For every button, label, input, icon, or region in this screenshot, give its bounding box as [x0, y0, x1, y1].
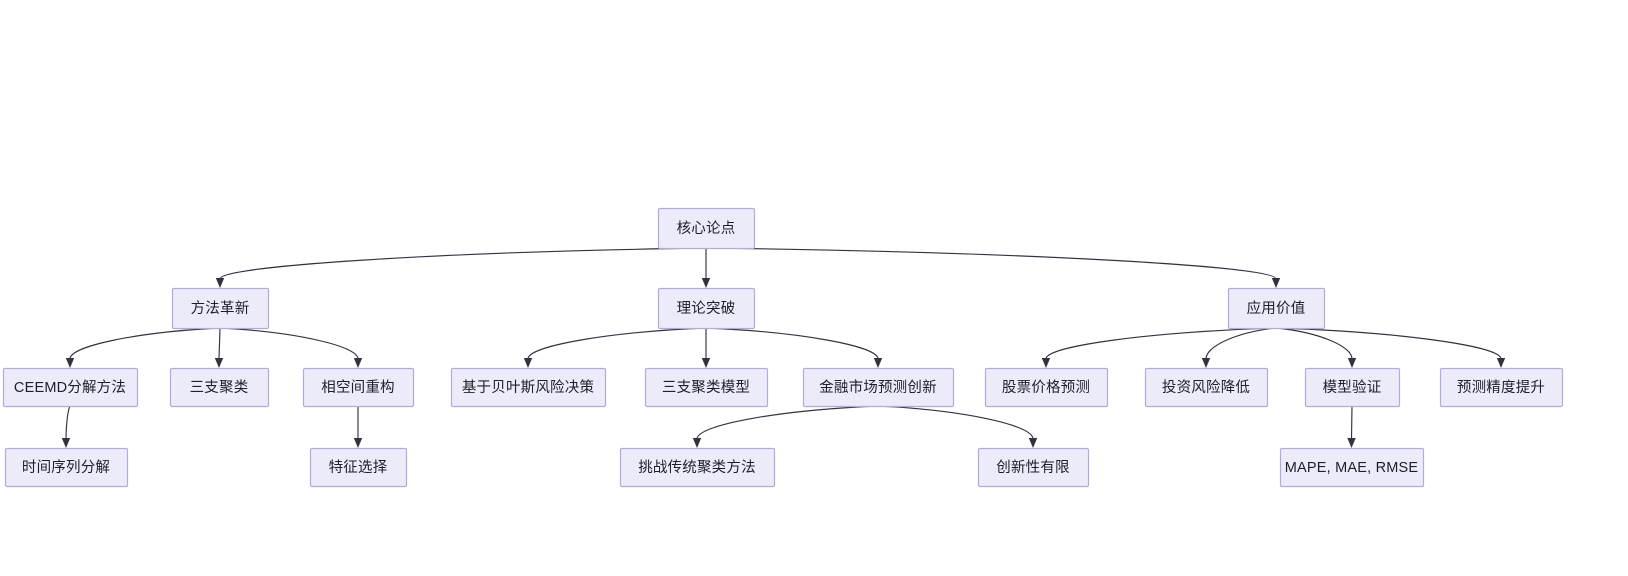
flow-edge — [877, 405, 1038, 448]
node-label: CEEMD分解方法 — [14, 379, 126, 396]
edge-arrowhead — [1271, 278, 1281, 288]
flow-node-metrics[interactable]: MAPE, MAE, RMSE — [1279, 447, 1425, 488]
node-box[interactable] — [657, 287, 756, 330]
flow-edge — [1347, 405, 1356, 448]
node-label: 股票价格预测 — [1002, 379, 1090, 396]
flow-node-bayes[interactable]: 基于贝叶斯风险决策 — [450, 367, 607, 408]
edge-arrowhead — [214, 358, 224, 368]
flow-edge — [705, 247, 1281, 288]
flow-node-limited[interactable]: 创新性有限 — [977, 447, 1090, 488]
flow-node-ceemd[interactable]: CEEMD分解方法 — [2, 367, 139, 408]
node-label: 挑战传统聚类方法 — [638, 459, 756, 476]
flow-edge — [523, 327, 707, 368]
flow-edge — [219, 327, 363, 368]
edge-arrowhead — [701, 358, 711, 368]
node-box[interactable] — [4, 447, 129, 488]
flow-edge — [692, 405, 879, 448]
node-label: 模型验证 — [1323, 379, 1382, 396]
node-label: 特征选择 — [329, 459, 388, 476]
node-box[interactable] — [1144, 367, 1269, 408]
flow-node-phase[interactable]: 相空间重构 — [302, 367, 415, 408]
node-box[interactable] — [450, 367, 607, 408]
flow-node-twmodel[interactable]: 三支聚类模型 — [644, 367, 769, 408]
node-box[interactable] — [1304, 367, 1401, 408]
flow-edge — [1275, 327, 1357, 368]
node-box[interactable] — [302, 367, 415, 408]
edge-arrowhead — [215, 278, 225, 288]
flow-node-tsdecomp[interactable]: 时间序列分解 — [4, 447, 129, 488]
node-label: 创新性有限 — [996, 459, 1070, 476]
edge-arrowhead — [701, 278, 711, 288]
node-label: 核心论点 — [677, 220, 736, 237]
node-box[interactable] — [984, 367, 1109, 408]
flow-edge — [214, 327, 224, 368]
node-label: MAPE, MAE, RMSE — [1285, 460, 1419, 476]
node-box[interactable] — [309, 447, 408, 488]
node-box[interactable] — [619, 447, 776, 488]
node-box[interactable] — [644, 367, 769, 408]
node-label: 相空间重构 — [321, 379, 395, 396]
edge-arrowhead — [692, 438, 702, 448]
node-label: 投资风险降低 — [1162, 379, 1250, 396]
flow-edge — [61, 405, 71, 448]
node-box[interactable] — [1227, 287, 1326, 330]
node-box[interactable] — [802, 367, 955, 408]
node-box[interactable] — [171, 287, 270, 330]
flow-edge — [1041, 327, 1277, 368]
flow-node-finance[interactable]: 金融市场预测创新 — [802, 367, 955, 408]
node-label: 方法革新 — [191, 300, 250, 317]
edge-arrowhead — [353, 438, 363, 448]
flow-edge — [65, 327, 221, 368]
flow-edge — [215, 247, 707, 288]
edge-arrowhead — [353, 358, 363, 368]
flow-node-method[interactable]: 方法革新 — [171, 287, 270, 330]
node-box[interactable] — [169, 367, 270, 408]
node-label: 基于贝叶斯风险决策 — [462, 379, 595, 396]
flow-edge — [1201, 327, 1277, 368]
flow-edge — [701, 248, 711, 288]
flow-node-root[interactable]: 核心论点 — [657, 207, 756, 250]
flow-node-challenge[interactable]: 挑战传统聚类方法 — [619, 447, 776, 488]
edge-arrowhead — [873, 358, 883, 368]
edge-arrowhead — [1041, 358, 1051, 368]
node-label: 三支聚类 — [190, 379, 249, 396]
flow-edge — [705, 327, 883, 368]
edge-arrowhead — [1347, 358, 1357, 368]
flow-node-feature[interactable]: 特征选择 — [309, 447, 408, 488]
flow-edge — [1275, 327, 1506, 368]
flow-node-validate[interactable]: 模型验证 — [1304, 367, 1401, 408]
node-label: 应用价值 — [1247, 299, 1306, 317]
flow-node-stock[interactable]: 股票价格预测 — [984, 367, 1109, 408]
edge-arrowhead — [1201, 358, 1211, 368]
node-box[interactable] — [977, 447, 1090, 488]
edge-arrowhead — [1347, 438, 1356, 448]
flow-node-threeway[interactable]: 三支聚类 — [169, 367, 270, 408]
flow-node-accuracy[interactable]: 预测精度提升 — [1439, 367, 1564, 408]
edge-arrowhead — [523, 358, 533, 368]
flow-node-theory[interactable]: 理论突破 — [657, 287, 756, 330]
node-label: 理论突破 — [677, 300, 736, 317]
edge-arrowhead — [61, 438, 71, 448]
node-box[interactable] — [657, 207, 756, 250]
node-box[interactable] — [1439, 367, 1564, 408]
flow-edge — [701, 328, 711, 368]
flow-edge — [353, 406, 363, 448]
flow-node-risk[interactable]: 投资风险降低 — [1144, 367, 1269, 408]
flow-node-application[interactable]: 应用价值 — [1227, 287, 1326, 330]
node-label: 时间序列分解 — [22, 459, 110, 476]
edge-arrowhead — [1496, 358, 1506, 368]
node-label: 预测精度提升 — [1457, 379, 1545, 396]
edge-arrowhead — [65, 358, 75, 368]
node-box[interactable] — [1279, 447, 1425, 488]
edge-layer — [61, 247, 1506, 448]
node-label: 金融市场预测创新 — [819, 379, 937, 396]
edge-arrowhead — [1028, 438, 1038, 448]
node-label: 三支聚类模型 — [662, 379, 750, 396]
node-box[interactable] — [2, 367, 139, 408]
